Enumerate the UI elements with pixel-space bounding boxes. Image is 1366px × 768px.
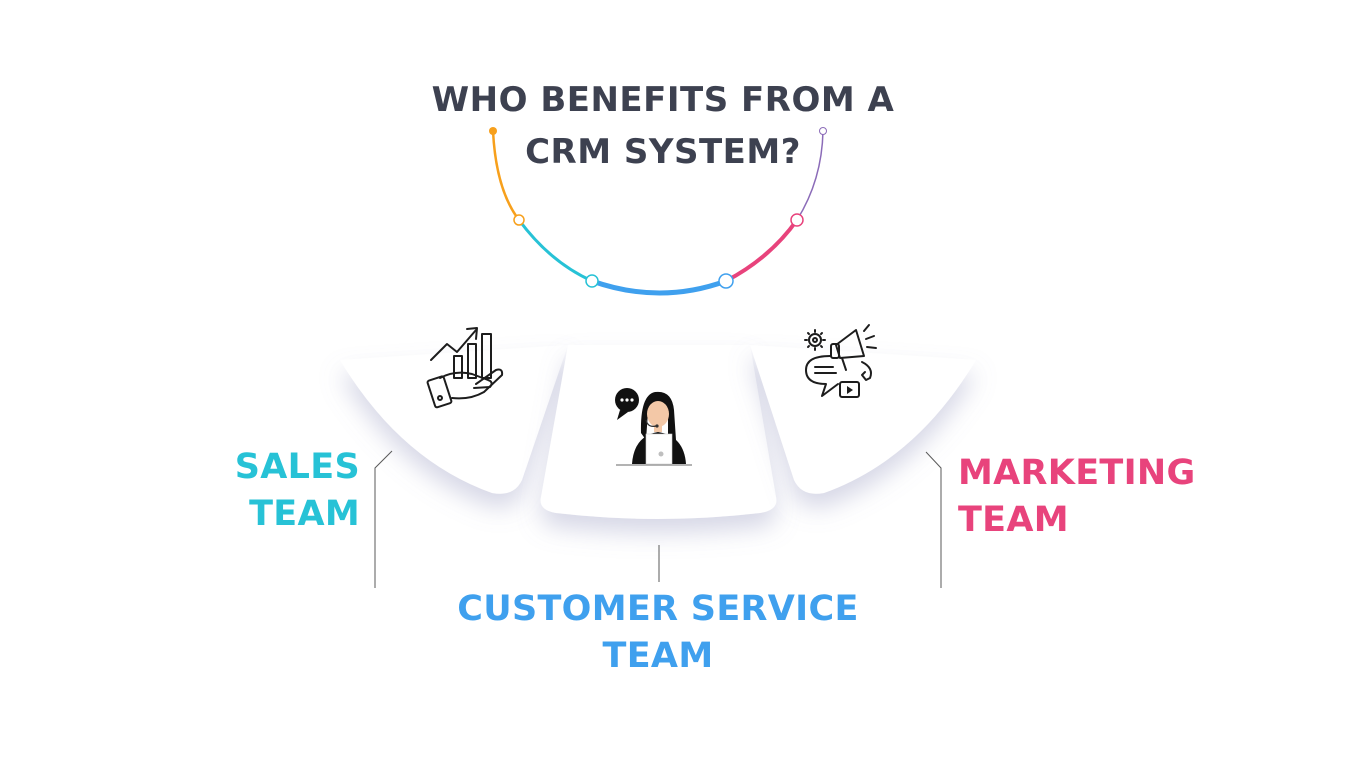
- marketing-segment-card: [750, 345, 976, 494]
- marketing-team-label: MARKETING TEAM: [958, 450, 1258, 544]
- sales-label-line-1: SALES: [234, 447, 360, 487]
- sales-team-label: SALES TEAM: [200, 444, 360, 538]
- arc-pink: [724, 218, 799, 283]
- sales-growth-hand-icon: [426, 327, 504, 409]
- customer-support-agent-icon: [615, 388, 692, 466]
- arc-blue: [589, 278, 729, 296]
- arc-node-1: [513, 214, 525, 226]
- sales-segment-card: [340, 345, 568, 494]
- title-line-1: WHO BENEFITS FROM A: [431, 80, 895, 120]
- title-line-2: CRM SYSTEM?: [525, 132, 801, 172]
- arc-nodes: [489, 127, 827, 289]
- benefits-arc: [491, 129, 824, 296]
- arc-purple: [796, 130, 824, 221]
- customer-service-label-line-2: TEAM: [602, 636, 714, 676]
- customer-service-label-line-1: CUSTOMER SERVICE: [457, 589, 859, 629]
- arc-cyan: [517, 218, 594, 283]
- marketing-label-line-2: TEAM: [958, 500, 1069, 540]
- marketing-megaphone-icon: [804, 324, 877, 398]
- sales-connector-line: [374, 450, 393, 588]
- arc-node-4: [790, 213, 804, 227]
- customer-service-team-label: CUSTOMER SERVICE TEAM: [400, 586, 916, 680]
- sales-label-line-2: TEAM: [249, 494, 360, 534]
- diagram-title: WHO BENEFITS FROM A CRM SYSTEM?: [383, 74, 943, 178]
- arc-node-3: [718, 273, 734, 289]
- arc-node-start: [489, 127, 497, 135]
- arc-node-end: [819, 127, 827, 135]
- marketing-connector-line: [925, 451, 942, 588]
- arc-orange: [491, 129, 521, 222]
- arc-node-2: [585, 274, 599, 288]
- marketing-label-line-1: MARKETING: [958, 453, 1196, 493]
